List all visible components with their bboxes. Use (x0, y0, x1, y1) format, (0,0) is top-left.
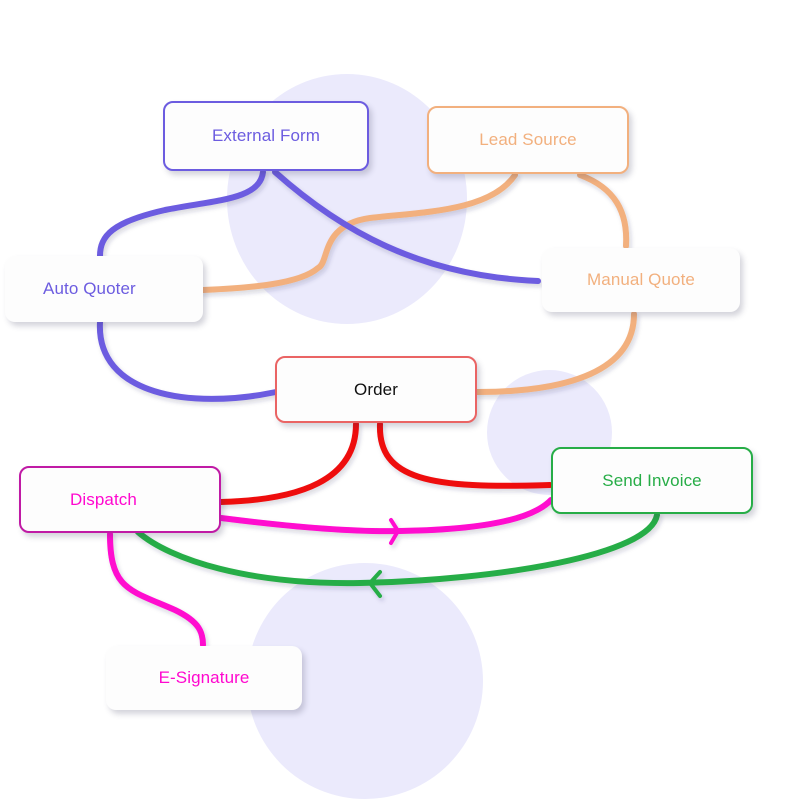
edge-lead-source-to-auto-quoter (200, 172, 518, 293)
edge-auto-quoter-to-order (96, 319, 279, 402)
node-lead-source[interactable]: Lead Source (427, 106, 629, 174)
edge-external-form-to-auto-quoter (97, 169, 266, 259)
edge-order-to-dispatch (218, 421, 359, 505)
edge-manual-quote-to-order (474, 311, 637, 395)
node-label: Lead Source (479, 130, 577, 149)
node-label: Manual Quote (587, 270, 695, 289)
edge-dispatch-to-e-signature (107, 531, 206, 648)
node-external-form[interactable]: External Form (163, 101, 369, 171)
node-send-invoice[interactable]: Send Invoice (551, 447, 753, 514)
node-auto-quoter[interactable]: Auto Quoter (5, 256, 203, 322)
arrowhead-dispatch-to-send-invoice (389, 518, 400, 545)
node-e-signature[interactable]: E-Signature (106, 646, 302, 710)
node-label: Order (354, 379, 398, 399)
node-label: External Form (211, 126, 321, 145)
node-label: Dispatch (70, 489, 137, 509)
node-label: Send Invoice (602, 470, 702, 490)
edge-external-form-to-manual-quote (272, 169, 541, 284)
node-label: Auto Quoter (43, 279, 136, 298)
edge-dispatch-to-send-invoice (218, 497, 554, 535)
node-label: E-Signature (158, 668, 250, 687)
node-manual-quote[interactable]: Manual Quote (542, 248, 740, 312)
edge-order-to-send-invoice (376, 421, 553, 489)
arrowhead-send-invoice-to-dispatch (368, 570, 382, 598)
edge-lead-source-to-manual-quote (577, 172, 630, 249)
node-dispatch[interactable]: Dispatch (19, 466, 221, 533)
node-order[interactable]: Order (275, 356, 477, 423)
